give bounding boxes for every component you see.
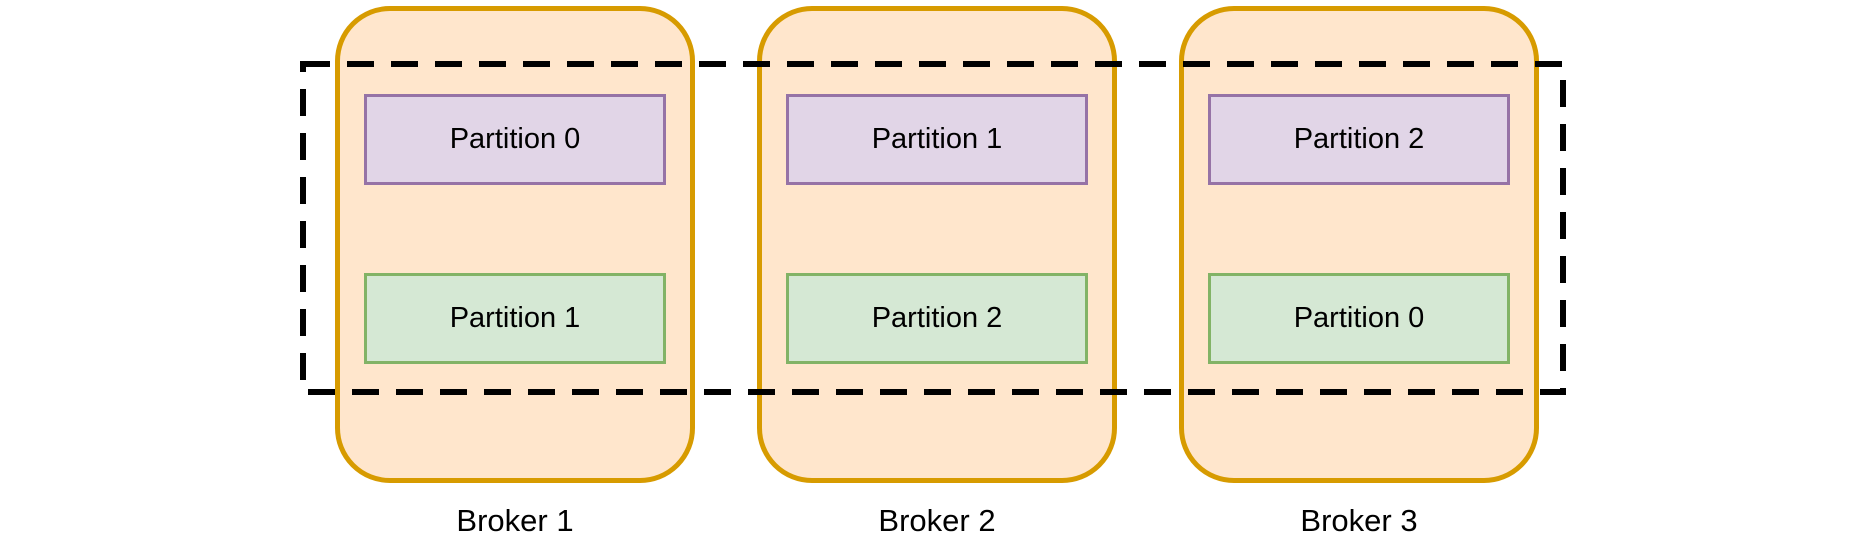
partition-box: Partition 0 [1208,273,1510,364]
partition-box: Partition 1 [364,273,666,364]
broker-box-2: Partition 1 Partition 2 [757,6,1117,483]
partition-box: Partition 1 [786,94,1088,185]
partition-box: Partition 2 [1208,94,1510,185]
broker-box-1: Partition 0 Partition 1 [335,6,695,483]
partition-box: Partition 2 [786,273,1088,364]
broker-label: Broker 2 [878,502,996,538]
partition-box: Partition 0 [364,94,666,185]
broker-label: Broker 3 [1300,502,1418,538]
broker-label: Broker 1 [456,502,574,538]
broker-box-3: Partition 2 Partition 0 [1179,6,1539,483]
